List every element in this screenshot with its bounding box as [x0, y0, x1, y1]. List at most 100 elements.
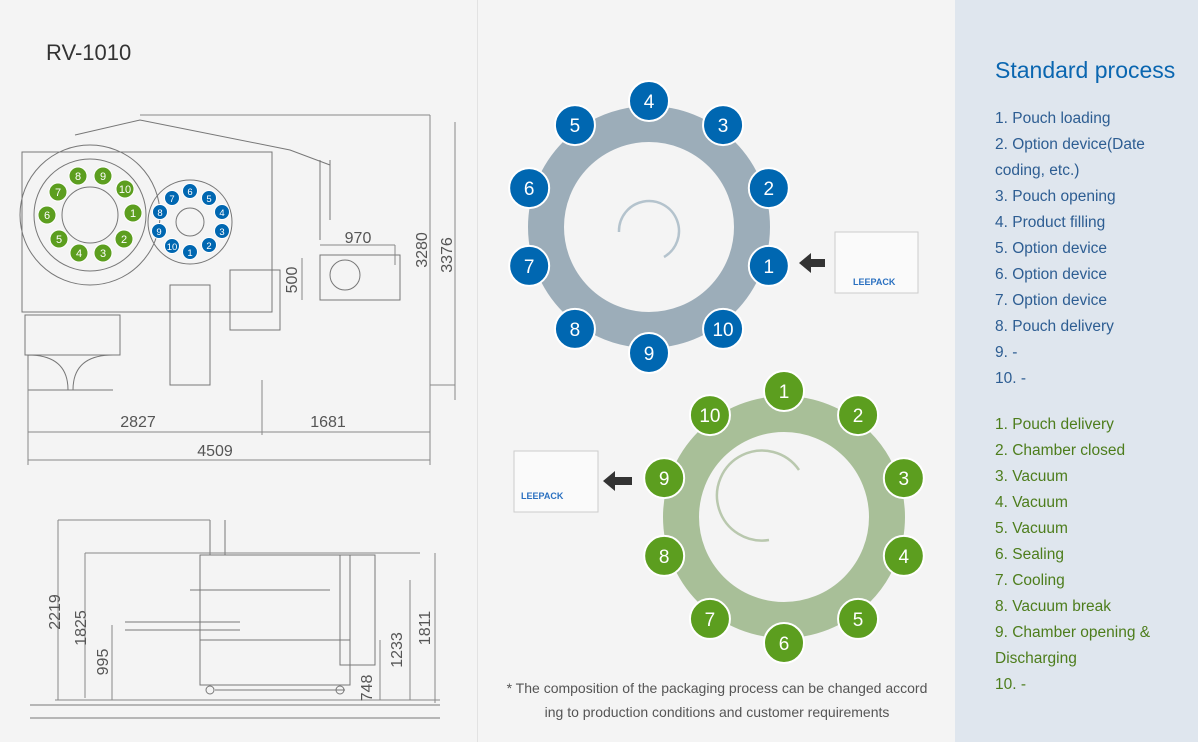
step-number: 8 — [570, 320, 581, 341]
step-node: 6 — [508, 167, 551, 210]
process-step: 5. Option device — [995, 240, 1108, 257]
process-step: 9. - — [995, 344, 1018, 361]
step-node: 10 — [688, 394, 731, 437]
step-node: 7 — [508, 244, 551, 287]
process-step: 2. Option device(Date coding, etc.) — [995, 136, 1145, 179]
dim-1825: 1825 — [73, 610, 90, 646]
process-step: 10. - — [995, 370, 1027, 387]
mini-station — [49, 229, 69, 249]
process-step: 9. Chamber opening & Discharging — [995, 624, 1151, 667]
technical-drawing: 2827 1681 4509 970 500 3280 3376 1234567… — [19, 114, 456, 719]
mini-station — [115, 179, 135, 199]
mini-station — [214, 204, 230, 220]
dim-4509: 4509 — [197, 443, 233, 460]
process-step: 6. Sealing — [995, 546, 1064, 563]
mini-station-number: 2 — [121, 234, 127, 246]
mini-station-number: 5 — [56, 234, 62, 246]
mini-station — [114, 229, 134, 249]
footnote-line-1: * The composition of the packaging proce… — [506, 680, 928, 696]
process-step: 7. Cooling — [995, 572, 1065, 589]
process-step: 8. Vacuum break — [995, 598, 1112, 615]
step-number: 9 — [644, 344, 655, 365]
step-node: 4 — [882, 534, 925, 577]
mini-station — [214, 223, 230, 239]
model-title: RV-1010 — [46, 40, 132, 65]
step-circle — [702, 104, 745, 147]
process-step: 10. - — [995, 676, 1027, 693]
step-number: 3 — [718, 116, 729, 137]
mini-station — [93, 243, 113, 263]
dim-2827: 2827 — [120, 414, 156, 431]
step-node: 3 — [702, 104, 745, 147]
machine-drawing-panel: RV-1010 2827 1681 4509 970 500 3280 3376… — [0, 0, 478, 742]
step-number: 10 — [699, 406, 720, 427]
mini-station — [201, 190, 217, 206]
mini-station-number: 6 — [187, 187, 192, 198]
mini-station-number: 10 — [119, 184, 131, 196]
step-number: 1 — [779, 382, 790, 403]
mini-station-number: 7 — [55, 187, 61, 199]
step-node: 2 — [747, 167, 790, 210]
footnote-line-2: ing to production conditions and custome… — [544, 704, 890, 720]
mini-station-number: 3 — [219, 227, 224, 238]
mini-station — [37, 205, 57, 225]
mini-station-number: 9 — [156, 227, 161, 238]
step-number: 3 — [899, 469, 910, 490]
footnote: * The composition of the packaging proce… — [479, 676, 955, 724]
process-step: 1. Pouch loading — [995, 110, 1111, 127]
mini-station — [151, 223, 167, 239]
step-node: 6 — [763, 622, 805, 664]
step-number: 1 — [764, 257, 775, 278]
step-node: 4 — [628, 80, 670, 122]
pouch-brand: LEEPACK — [521, 491, 564, 501]
step-number: 6 — [779, 634, 790, 655]
step-circle — [643, 457, 686, 500]
step-number: 6 — [524, 179, 535, 200]
step-node: 5 — [837, 597, 880, 640]
process-step: 8. Pouch delivery — [995, 318, 1114, 335]
dim-2219: 2219 — [47, 594, 64, 630]
step-number: 7 — [524, 257, 535, 278]
process-step: 4. Vacuum — [995, 494, 1068, 511]
mini-station — [201, 237, 217, 253]
mini-station-number: 2 — [206, 241, 211, 252]
step-node: 1 — [763, 370, 805, 412]
step-circle — [628, 332, 670, 374]
step-node: 9 — [643, 457, 686, 500]
dim-3376: 3376 — [439, 237, 456, 273]
mini-station — [152, 204, 168, 220]
mini-station-number: 6 — [44, 210, 50, 222]
step-circle — [508, 167, 551, 210]
step-circle — [763, 622, 805, 664]
dim-1681: 1681 — [310, 414, 346, 431]
pouch-image: LEEPACK — [513, 450, 599, 513]
mini-station-number: 8 — [157, 208, 162, 219]
step-circle — [747, 167, 790, 210]
step-circle — [882, 457, 925, 500]
step-circle — [747, 244, 790, 287]
step-circle — [702, 307, 745, 350]
process-step: 2. Chamber closed — [995, 442, 1126, 459]
dim-970: 970 — [345, 230, 372, 247]
step-circle — [763, 370, 805, 412]
pouch-brand: LEEPACK — [853, 277, 896, 287]
step-number: 9 — [659, 469, 670, 490]
spiral-arrow-icon — [617, 199, 681, 259]
dim-1811: 1811 — [417, 611, 434, 646]
step-number: 2 — [764, 179, 775, 200]
process-step: 5. Vacuum — [995, 520, 1068, 537]
mini-station — [93, 166, 113, 186]
step-number: 5 — [570, 116, 581, 137]
step-node: 8 — [643, 534, 686, 577]
mini-station — [69, 243, 89, 263]
step-circle — [688, 597, 731, 640]
mini-station-number: 4 — [219, 208, 224, 219]
step-number: 2 — [853, 406, 864, 427]
step-node: 1 — [747, 244, 790, 287]
mini-station-number: 1 — [187, 248, 192, 259]
